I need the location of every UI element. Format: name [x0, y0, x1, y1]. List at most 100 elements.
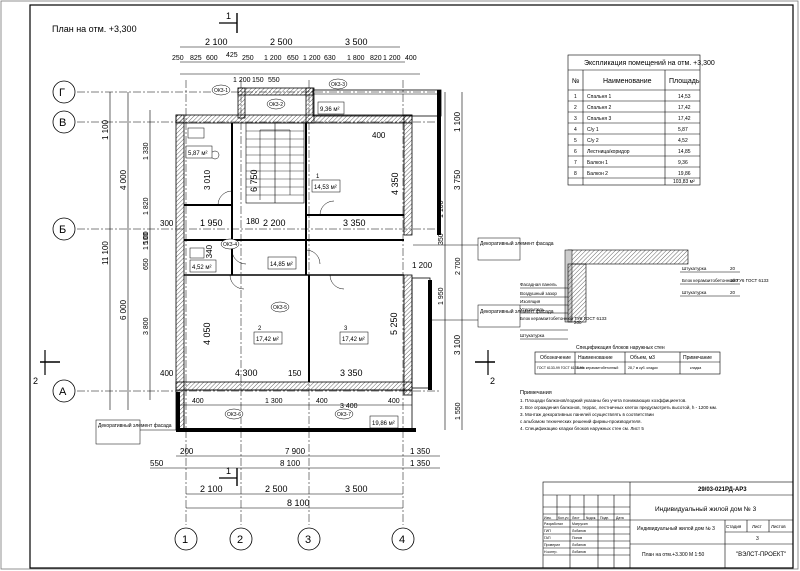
svg-text:Лист: Лист: [752, 524, 762, 529]
svg-text:14,85: 14,85: [678, 149, 691, 155]
svg-text:Разработал: Разработал: [544, 522, 563, 526]
svg-text:Декоративный элемент фасада: Декоративный элемент фасада: [98, 422, 172, 429]
svg-text:5,87: 5,87: [678, 127, 688, 133]
plan-dimension-labels: 1 950 2 200 3 350 4 350 6 750 3 010 2 34…: [160, 131, 433, 378]
svg-text:14,53: 14,53: [678, 94, 691, 100]
svg-text:С/у 2: С/у 2: [587, 138, 599, 144]
svg-text:А: А: [59, 386, 67, 398]
svg-text:9,36: 9,36: [678, 160, 688, 166]
svg-text:Б: Б: [59, 224, 66, 236]
svg-text:400: 400: [192, 398, 204, 405]
svg-text:Воздушный зазор: Воздушный зазор: [520, 290, 557, 296]
svg-text:ОК3-7: ОК3-7: [337, 412, 351, 418]
svg-text:8 100: 8 100: [280, 459, 301, 468]
svg-text:6 000: 6 000: [119, 299, 128, 320]
svg-text:7 900: 7 900: [285, 447, 306, 456]
svg-text:Балкон 2: Балкон 2: [587, 171, 608, 177]
svg-text:650: 650: [143, 258, 150, 270]
svg-text:400: 400: [388, 398, 400, 405]
svg-text:кладка: кладка: [690, 366, 701, 370]
svg-text:Изм.: Изм.: [544, 516, 552, 520]
svg-text:4 050: 4 050: [202, 322, 212, 345]
window-tags: ОК3-1 ОК3-2 ОК3-3 ОК3-4 ОК3-5 ОК3-6 ОК3-…: [211, 78, 354, 420]
section-mark-bottom: 1: [219, 466, 238, 486]
svg-text:1 820: 1 820: [143, 197, 150, 215]
svg-text:Листов: Листов: [771, 524, 786, 529]
svg-text:200: 200: [180, 447, 194, 456]
svg-text:3 800: 3 800: [143, 317, 150, 335]
section-mark-right: 2: [475, 350, 495, 386]
svg-text:3: 3: [756, 536, 759, 542]
svg-text:1 100: 1 100: [143, 232, 150, 250]
svg-text:с альбомом технических решений: с альбомом технических решений фирмы-про…: [520, 418, 642, 424]
axis-bubble-1: [174, 527, 198, 551]
svg-text:28,7 м куб. кладки: 28,7 м куб. кладки: [628, 366, 658, 370]
svg-text:Наименование: Наименование: [578, 355, 613, 361]
svg-text:Балкон 1: Балкон 1: [587, 160, 608, 166]
svg-text:ГИП: ГИП: [544, 529, 551, 533]
top-dimensions: 2 100 2 500 3 500 250 825 600 425 250 1 …: [172, 37, 420, 84]
svg-text:400: 400: [372, 131, 386, 140]
svg-text:4,52 м²: 4,52 м²: [192, 265, 211, 271]
svg-text:250: 250: [242, 55, 254, 62]
svg-text:1 330: 1 330: [143, 142, 150, 160]
decor-callouts: Декоративный элемент фасада Декоративный…: [95, 237, 554, 445]
svg-text:1 100: 1 100: [438, 200, 445, 218]
svg-text:17,42: 17,42: [678, 116, 691, 122]
svg-text:2: 2: [258, 326, 262, 332]
svg-text:Примечания: Примечания: [520, 390, 552, 396]
letter-axes: Г В Б А: [52, 80, 440, 403]
svg-text:2 100: 2 100: [200, 484, 223, 494]
svg-text:4. Спецификацию кладки блоков: 4. Спецификацию кладки блоков наружных с…: [520, 426, 644, 431]
svg-text:№: №: [572, 78, 580, 85]
svg-text:1: 1: [182, 534, 188, 546]
svg-text:17,42 м²: 17,42 м²: [342, 337, 365, 343]
svg-text:Индивидуальный жилой дом № 3: Индивидуальный жилой дом № 3: [637, 525, 715, 532]
svg-text:300: 300: [160, 219, 174, 228]
svg-text:1 200: 1 200: [383, 55, 401, 62]
svg-text:6 750: 6 750: [249, 169, 259, 192]
svg-text:1 100: 1 100: [453, 111, 462, 132]
svg-text:180: 180: [246, 217, 260, 226]
room-tag: 4,52 м²: [189, 259, 217, 273]
room-tag: 9,36 м²: [317, 101, 345, 115]
svg-text:1: 1: [316, 174, 320, 180]
svg-text:3: 3: [305, 534, 311, 546]
svg-text:820: 820: [370, 55, 382, 62]
explication-title: Экспликация помещений на отм. +3,300: [584, 59, 715, 67]
svg-text:3 500: 3 500: [345, 37, 368, 47]
svg-text:3: 3: [344, 326, 348, 332]
svg-text:630: 630: [324, 55, 336, 62]
project-name: Индивидуальный жилой дом № 3: [655, 505, 757, 513]
svg-text:Обозначение: Обозначение: [540, 355, 571, 361]
svg-text:425: 425: [226, 52, 238, 59]
svg-text:Лобанов: Лобанов: [572, 529, 586, 533]
svg-text:8: 8: [574, 171, 577, 177]
svg-text:Н.контр.: Н.контр.: [544, 550, 557, 554]
room-tag: 17,42 м² 2: [253, 326, 283, 345]
svg-text:3 350: 3 350: [340, 368, 363, 378]
svg-text:2 100: 2 100: [205, 37, 228, 47]
svg-text:Спальня 1: Спальня 1: [587, 94, 611, 100]
svg-text:1 200: 1 200: [264, 55, 282, 62]
svg-text:Площадь: Площадь: [669, 78, 700, 85]
axis-bubble-G: [52, 80, 76, 104]
svg-text:ОК3-4: ОК3-4: [223, 242, 237, 248]
svg-text:Лист: Лист: [572, 516, 580, 520]
svg-text:7: 7: [574, 160, 577, 166]
svg-text:Декоративный элемент фасада: Декоративный элемент фасада: [480, 308, 554, 315]
svg-text:№док.: №док.: [586, 516, 596, 520]
svg-text:17,42 м²: 17,42 м²: [256, 337, 279, 343]
svg-text:Лобанов: Лобанов: [572, 550, 586, 554]
svg-text:2. Все ограждения балконов, те: 2. Все ограждения балконов, террас, лест…: [520, 404, 717, 410]
svg-text:4,52: 4,52: [678, 138, 688, 144]
svg-text:2: 2: [237, 534, 243, 546]
notes: Примечания 1. Площади балконов/лоджий ук…: [520, 390, 717, 431]
svg-text:2 200: 2 200: [263, 218, 286, 228]
svg-text:Стадия: Стадия: [726, 524, 742, 529]
svg-text:4: 4: [574, 127, 577, 133]
svg-text:Спальня 3: Спальня 3: [587, 116, 611, 122]
section-mark-left: 2: [33, 350, 60, 386]
svg-text:4 300: 4 300: [235, 368, 258, 378]
svg-text:4 350: 4 350: [390, 172, 400, 195]
